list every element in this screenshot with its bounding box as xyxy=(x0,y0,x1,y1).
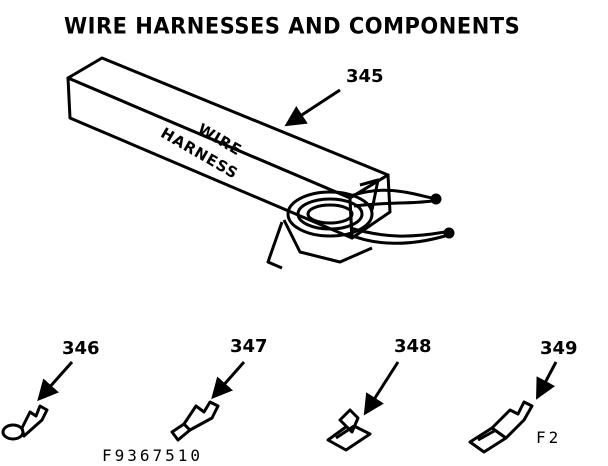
insulated-flag-terminal-icon xyxy=(468,400,534,454)
callout-347: 347 xyxy=(230,336,268,357)
callout-346: 346 xyxy=(62,338,100,359)
ring-terminal-icon xyxy=(1,404,49,441)
spade-terminal-icon xyxy=(170,400,220,442)
callout-345: 345 xyxy=(346,66,384,87)
arrow-349 xyxy=(536,361,558,400)
arrow-346 xyxy=(37,361,74,402)
coiled-wires xyxy=(286,188,455,245)
wire-harness-box xyxy=(66,56,392,270)
arrow-347 xyxy=(211,361,246,400)
callout-349: 349 xyxy=(540,338,578,359)
callout-348: 348 xyxy=(394,336,432,357)
figure-code: F9367510 xyxy=(102,446,204,465)
diagram-title: WIRE HARNESSES AND COMPONENTS xyxy=(64,13,521,39)
figure-code-2: F2 xyxy=(536,428,562,447)
arrow-348 xyxy=(363,361,400,416)
arrow-345 xyxy=(284,88,341,127)
flag-terminal-icon xyxy=(326,408,372,452)
